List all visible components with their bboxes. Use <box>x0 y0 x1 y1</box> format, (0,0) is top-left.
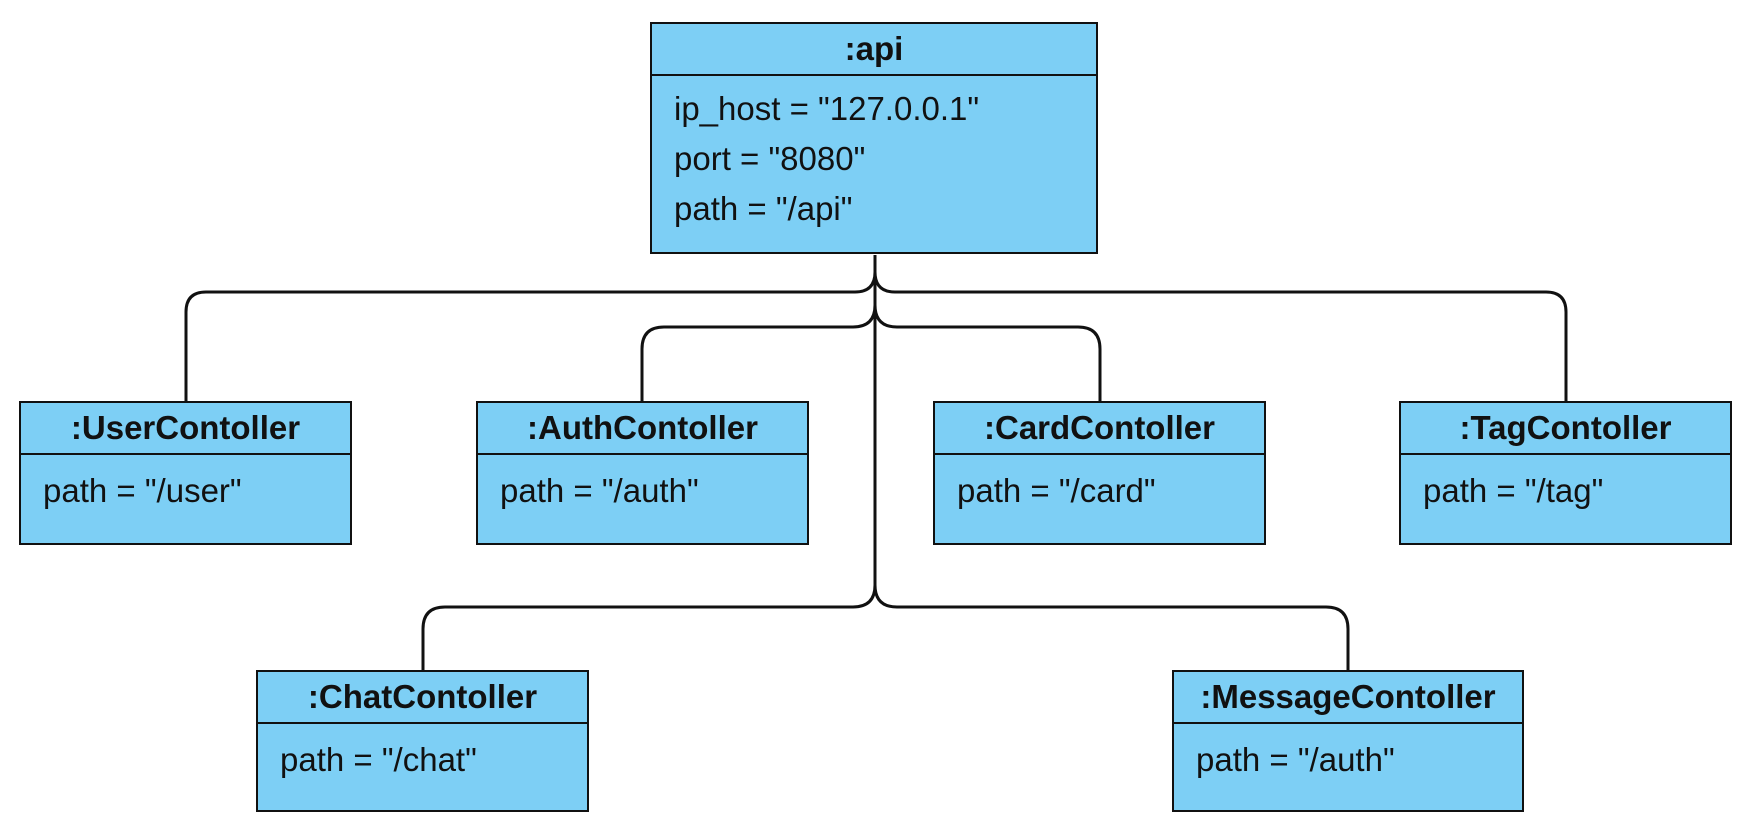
chat-controller-title: :ChatContoller <box>258 672 587 724</box>
message-controller-title: :MessageContoller <box>1174 672 1522 724</box>
user-controller-object[interactable]: :UserContoller path = "/user" <box>19 401 352 545</box>
user-controller-attr-path: path = "/user" <box>43 472 242 509</box>
connector-chat <box>421 255 877 671</box>
chat-controller-attr-path: path = "/chat" <box>280 741 477 778</box>
card-controller-attr-path: path = "/card" <box>957 472 1156 509</box>
connector-card <box>873 255 1102 402</box>
api-object-title: :api <box>652 24 1096 76</box>
tag-controller-object[interactable]: :TagContoller path = "/tag" <box>1399 401 1732 545</box>
message-controller-object[interactable]: :MessageContoller path = "/auth" <box>1172 670 1524 812</box>
chat-controller-object[interactable]: :ChatContoller path = "/chat" <box>256 670 589 812</box>
api-attr-port: port = "8080" <box>674 140 866 177</box>
connector-auth <box>640 255 877 402</box>
message-controller-attr-path: path = "/auth" <box>1196 741 1395 778</box>
api-object[interactable]: :api ip_host = "127.0.0.1" port = "8080"… <box>650 22 1098 254</box>
auth-controller-title: :AuthContoller <box>478 403 807 455</box>
user-controller-title: :UserContoller <box>21 403 350 455</box>
connector-message <box>873 255 1350 671</box>
auth-controller-object[interactable]: :AuthContoller path = "/auth" <box>476 401 809 545</box>
api-attr-path: path = "/api" <box>674 190 853 227</box>
auth-controller-attr-path: path = "/auth" <box>500 472 699 509</box>
tag-controller-attr-path: path = "/tag" <box>1423 472 1604 509</box>
tag-controller-title: :TagContoller <box>1401 403 1730 455</box>
api-object-attributes: ip_host = "127.0.0.1" port = "8080" path… <box>652 76 1096 234</box>
card-controller-object[interactable]: :CardContoller path = "/card" <box>933 401 1266 545</box>
card-controller-title: :CardContoller <box>935 403 1264 455</box>
api-attr-ip-host: ip_host = "127.0.0.1" <box>674 90 980 127</box>
